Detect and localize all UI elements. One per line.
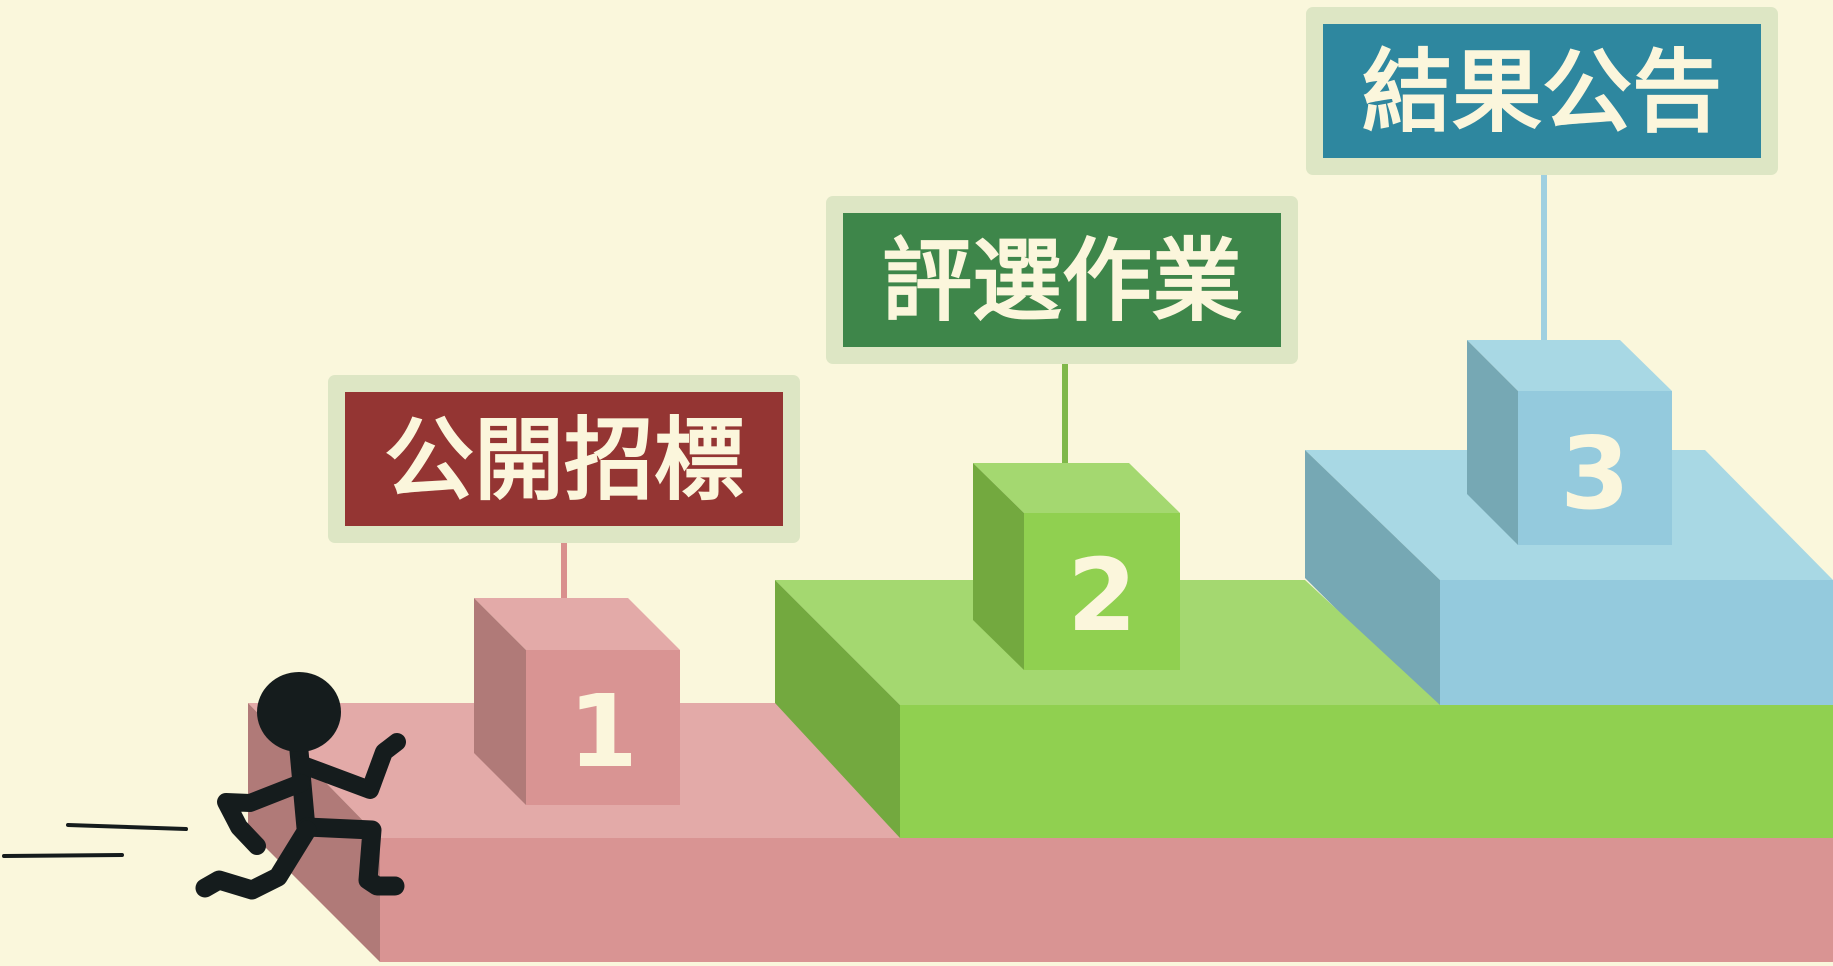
step-3-sign-post — [1541, 172, 1547, 342]
step-2-number: 2 — [1067, 537, 1137, 654]
speed-line-lower — [2, 853, 124, 858]
step-3-cube: 3 — [1467, 340, 1672, 545]
speed-line-upper — [66, 823, 188, 831]
step-1-cube: 1 — [474, 598, 680, 805]
step-2-cube-side — [973, 463, 1024, 670]
step-2-cube-front — [1024, 513, 1180, 670]
step-3-platform-side — [1305, 450, 1440, 712]
step-3-sign: 結果公告 — [1306, 7, 1778, 175]
step-1-cube-top — [474, 598, 680, 650]
runner-back-arm — [217, 774, 310, 855]
step-1-platform-front — [380, 838, 1833, 962]
step-2-sign-panel — [843, 213, 1281, 347]
runner-front-leg — [297, 817, 405, 896]
step-2-platform-side — [775, 580, 900, 840]
step-1-number: 1 — [568, 673, 638, 790]
step-3-cube-side — [1467, 340, 1518, 545]
step-3-cube-top — [1467, 340, 1672, 391]
running-stick-figure-icon — [2, 672, 406, 900]
step-3-platform — [1305, 450, 1833, 712]
step-3-label: 結果公告 — [1362, 39, 1722, 145]
runner-front-arm — [294, 733, 406, 799]
step-1-cube-side — [474, 598, 526, 805]
runner-head — [257, 672, 341, 752]
step-3-sign-panel — [1323, 24, 1761, 158]
step-3-number: 3 — [1560, 415, 1630, 532]
step-2-cube: 2 — [973, 463, 1180, 670]
step-1-platform — [248, 703, 1833, 962]
step-2-platform-front — [900, 705, 1833, 840]
step-3-platform-front — [1440, 580, 1833, 712]
runner-back-leg — [195, 820, 317, 900]
step-3-cube-front — [1518, 391, 1672, 545]
step-2-sign-post — [1062, 360, 1068, 465]
step-1-label: 公開招標 — [384, 407, 744, 513]
step-2-label: 評選作業 — [882, 228, 1242, 334]
step-1-sign: 公開招標 — [328, 375, 800, 543]
step-1-sign-panel — [345, 392, 783, 526]
step-1-cube-front — [526, 650, 680, 805]
step-1-sign-post — [561, 540, 567, 603]
step-2-cube-top — [973, 463, 1180, 513]
step-2-sign: 評選作業 — [826, 196, 1298, 364]
